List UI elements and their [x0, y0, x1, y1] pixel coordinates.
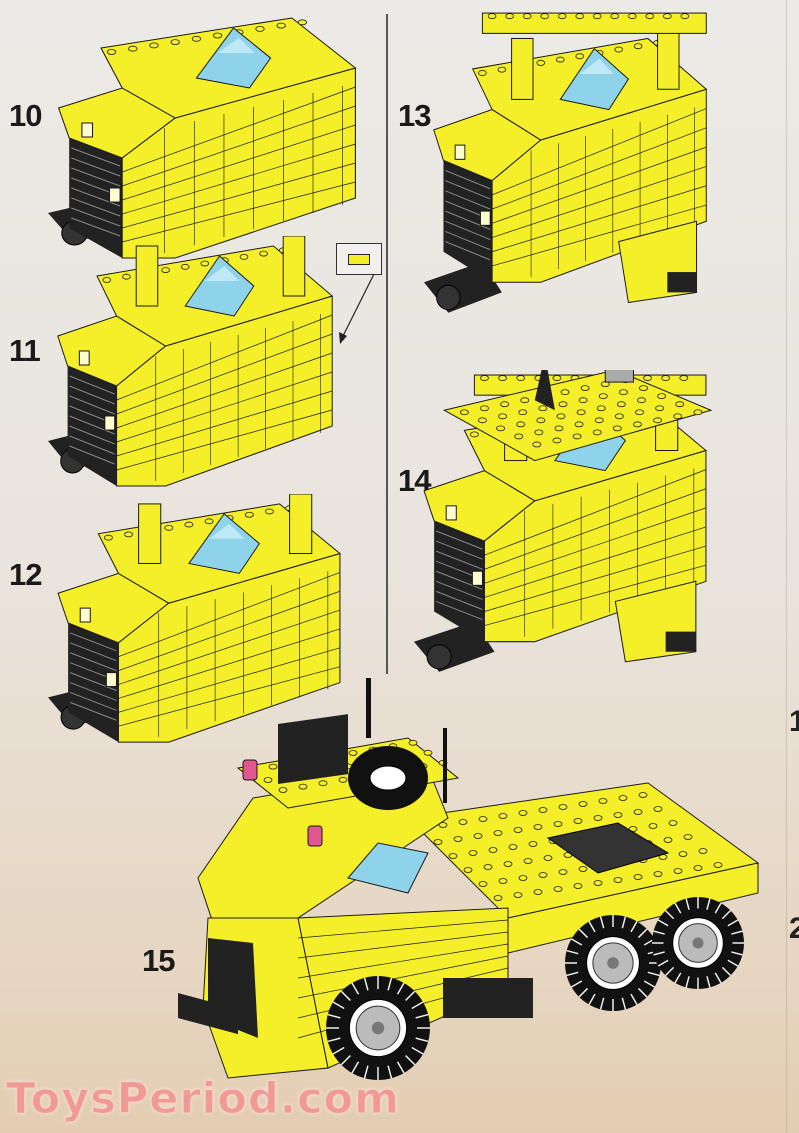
step-number-12: 12: [9, 557, 42, 592]
parts-callout-box: [336, 243, 382, 275]
step-11-illustration: [48, 236, 342, 496]
step-13-illustration: [424, 8, 716, 333]
step-number-11: 11: [9, 333, 41, 368]
step-10-illustration: [48, 8, 366, 268]
wheel: [326, 976, 430, 1080]
edge-text-bottom: 2: [789, 912, 799, 945]
callout-arrow-icon: [339, 273, 375, 344]
watermark: ToysPeriod.com: [6, 1074, 400, 1125]
step-12-illustration: [48, 494, 350, 752]
step-14-illustration: [414, 370, 716, 692]
step-15-truck-illustration: [178, 678, 762, 1093]
step-number-10: 10: [9, 98, 42, 133]
step-number-13: 13: [398, 98, 431, 133]
wheel: [565, 915, 661, 1011]
wheel: [652, 897, 744, 989]
edge-text-top: 1: [789, 705, 799, 738]
yellow-brick-part: [348, 254, 370, 265]
column-divider: [386, 14, 388, 674]
step-number-15: 15: [142, 943, 175, 978]
page-fold: [786, 0, 787, 1133]
